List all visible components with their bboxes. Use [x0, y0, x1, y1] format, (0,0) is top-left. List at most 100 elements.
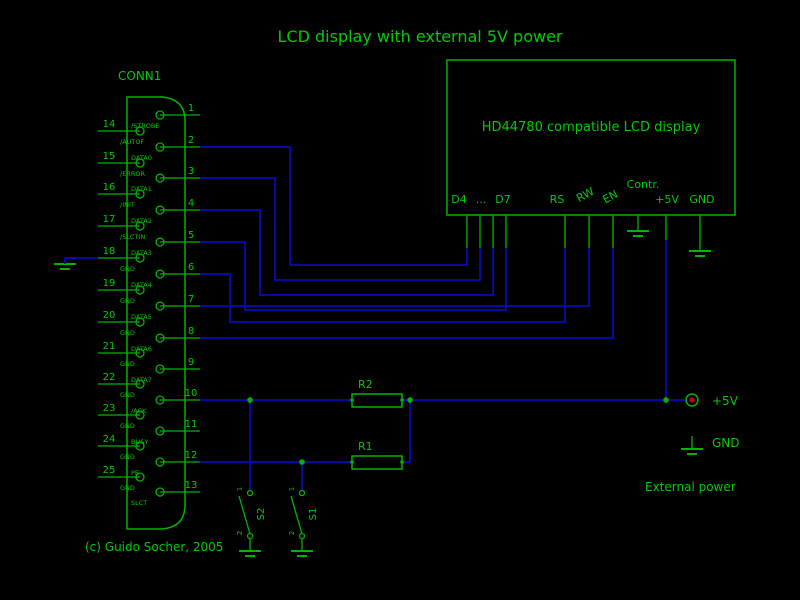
pin-signal-1: /STROBE — [131, 122, 160, 130]
ground-symbol-external — [681, 436, 703, 455]
lcd-pin-label-en: EN — [601, 188, 621, 207]
junction-dots — [247, 397, 669, 465]
pin-signal-12: PE — [131, 469, 139, 477]
lcd-pin-label-gnd: GND — [689, 193, 714, 206]
pin-hole-7 — [155, 301, 165, 311]
pin-hole-3 — [155, 173, 165, 183]
lcd-pin-label-contr: Contr. — [627, 178, 660, 191]
pin-number-18: 18 — [103, 246, 116, 257]
wire-data0-d4 — [200, 146, 468, 266]
pin-signal-19: GND — [120, 297, 135, 305]
pin-signal-25: GND — [120, 484, 135, 492]
ground-symbol-s1 — [291, 539, 313, 557]
pin-hole-21 — [135, 348, 145, 358]
pin-signal-3: DATA1 — [131, 185, 152, 193]
pin-hole-24 — [135, 441, 145, 451]
net-wires — [64, 146, 686, 490]
ground-symbol-lcd-gnd — [689, 250, 711, 257]
wire-data5-rw — [200, 248, 590, 307]
pin-number-24: 24 — [103, 434, 116, 445]
lcd-label: HD44780 compatible LCD display — [482, 120, 701, 135]
pin-number-10: 10 — [185, 388, 198, 399]
lcd-pin-label-rs: RS — [550, 193, 565, 206]
switch-s2-pin2: 2 — [236, 531, 244, 535]
pin-number-16: 16 — [103, 182, 116, 193]
pin-hole-23 — [135, 410, 145, 420]
pin-hole-20 — [135, 317, 145, 327]
pin-number-5: 5 — [188, 230, 194, 241]
pin-hole-15 — [135, 158, 145, 168]
pin-number-14: 14 — [103, 119, 116, 130]
lcd-pin-label-dots: ... — [476, 193, 487, 206]
resistor-r2: R2 — [350, 378, 404, 408]
pin-number-20: 20 — [103, 310, 116, 321]
pin-hole-1 — [155, 110, 165, 120]
pin-number-9: 9 — [188, 357, 194, 368]
pin-signal-4: DATA2 — [131, 217, 152, 225]
pin-number-22: 22 — [103, 372, 116, 383]
wire-pin18-gnd — [64, 257, 98, 264]
pin-hole-22 — [135, 379, 145, 389]
diagram-title: LCD display with external 5V power — [277, 27, 562, 46]
ground-symbol-pin18 — [54, 263, 76, 270]
resistor-r2-label: R2 — [358, 378, 373, 391]
switch-s2: 1 2 S2 — [236, 487, 267, 540]
junction-dot — [663, 397, 669, 403]
lcd-pin-label-rw: RW — [574, 185, 596, 205]
pin-number-8: 8 — [188, 326, 194, 337]
pin-number-15: 15 — [103, 151, 116, 162]
pin-signal-16: /INIT — [120, 201, 135, 209]
resistor-r1: R1 — [350, 440, 404, 470]
wire-data4-rs — [200, 248, 566, 323]
pin-hole-12 — [155, 457, 165, 467]
pin-hole-2 — [155, 142, 165, 152]
pin-hole-13 — [155, 487, 165, 497]
pin-signal-22: GND — [120, 391, 135, 399]
lcd-pin-label-d4: D4 — [451, 193, 466, 206]
pin-hole-25 — [135, 472, 145, 482]
wire-data3-d7 — [200, 241, 507, 311]
pin-hole-6 — [155, 269, 165, 279]
external-gnd-label: GND — [712, 436, 740, 450]
resistor-r1-label: R1 — [358, 440, 373, 453]
wire-data1-d5 — [200, 177, 481, 281]
pin-hole-4 — [155, 205, 165, 215]
pin-signal-13: SLCT — [131, 499, 147, 507]
external-power-caption: External power — [645, 480, 736, 494]
wire-r1-to-rail — [402, 400, 411, 463]
lcd-pin-label-d7: D7 — [495, 193, 510, 206]
plus5v-label: +5V — [712, 394, 739, 408]
pin-signal-15: /ERROR — [120, 170, 145, 178]
wire-data6-en — [200, 248, 614, 339]
pin-number-12: 12 — [185, 450, 198, 461]
pin-signal-24: GND — [120, 453, 135, 461]
lcd-box — [446, 59, 736, 216]
connector-name: CONN1 — [118, 69, 161, 83]
pin-signal-20: GND — [120, 329, 135, 337]
pin-signal-6: DATA4 — [131, 281, 152, 289]
db25-connector-outline — [126, 96, 186, 530]
pin-number-17: 17 — [103, 214, 116, 225]
lcd-pin-stubs — [466, 215, 614, 248]
pin-number-23: 23 — [103, 403, 116, 414]
pin-signal-14: /AUTOF — [120, 138, 144, 146]
switch-s1-pin1: 1 — [288, 487, 296, 491]
switch-s2-pin1: 1 — [236, 487, 244, 491]
switch-s2-label: S2 — [256, 508, 267, 521]
power-terminal: +5V GND External power — [645, 393, 740, 494]
ground-symbol-s2 — [239, 539, 261, 557]
pin-number-13: 13 — [185, 480, 198, 491]
pin-number-7: 7 — [188, 294, 194, 305]
connector-right-pins: 1/STROBE2DATA03DATA14DATA25DATA36DATA47D… — [131, 103, 200, 507]
pin-hole-18 — [135, 253, 145, 263]
pin-number-19: 19 — [103, 278, 116, 289]
pin-number-25: 25 — [103, 465, 116, 476]
pin-number-2: 2 — [188, 135, 194, 146]
pin-hole-11 — [155, 426, 165, 436]
pin-hole-8 — [155, 333, 165, 343]
copyright-text: (c) Guido Socher, 2005 — [85, 540, 223, 554]
pin-number-11: 11 — [185, 419, 198, 430]
pin-hole-16 — [135, 189, 145, 199]
pin-number-4: 4 — [188, 198, 194, 209]
